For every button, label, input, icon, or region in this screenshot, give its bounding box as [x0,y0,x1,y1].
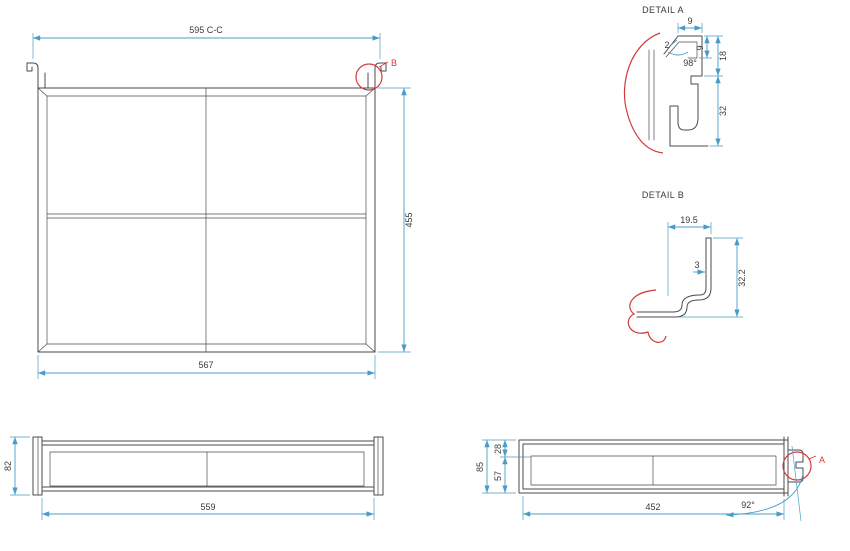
front-part [32,436,384,496]
dim-label-a-lip: 9 [695,45,705,50]
detail-a-thickness-leader [670,39,678,46]
side-extension-lines [482,439,802,522]
dim-label-a-upper: 18 [718,51,728,61]
side-rails [518,439,789,494]
callout-circle-b [355,63,383,91]
front-dimensions: 82 559 [3,436,375,520]
dim-label-side-total-height: 85 [475,462,485,472]
dim-label-plan-right: 455 [404,212,414,227]
dim-label-b-thickness: 3 [694,260,699,270]
detail-a-title: DETAIL A [642,5,684,15]
callout-leader-a [808,455,817,460]
detail-a-inner-lip [665,41,698,59]
dim-label-front-height: 82 [3,461,13,471]
side-right-bracket [783,436,789,497]
front-left-cap [32,436,43,496]
side-angle-arc [725,473,804,518]
dim-label-side-upper-height: 28 [493,444,503,454]
dim-label-b-height: 32.2 [737,269,747,287]
detail-a-break-line [623,32,664,154]
detail-b-extension-lines [667,222,743,318]
plan-outer-edge [37,87,376,353]
plan-mid-rail [46,213,367,219]
front-cap-inner-lines [37,436,379,496]
side-part [518,436,804,497]
plan-left-hook [26,62,46,89]
dim-label-a-top: 9 [687,16,692,26]
dim-label-front-width: 559 [200,502,215,512]
plan-extension-lines [32,33,411,379]
detail-a-part [648,35,709,147]
dim-label-a-thickness: 2 [664,40,669,50]
plan-part-outline [26,62,387,353]
callout-circle-a [782,451,812,481]
dim-label-a-lower: 32 [718,106,728,116]
callout-label-a: A [819,455,825,465]
plan-corner-bend-lines [37,87,376,353]
detail-a-extension-lines [677,23,723,147]
detail-b-view: DETAIL B 19.5 32.2 3 [627,190,747,343]
plan-view: 595 C-C 455 567 B [26,25,414,379]
dim-label-a-angle: 98° [683,58,697,68]
detail-callout-a: A [782,451,825,481]
detail-a-angle-arc [667,51,689,56]
detail-b-break-line [627,289,667,343]
plan-dimensions: 595 C-C 455 567 [32,25,414,379]
front-right-cap [373,436,384,496]
front-extension-lines [10,436,375,520]
detail-b-title: DETAIL B [642,190,684,200]
dim-label-plan-bottom: 567 [198,360,213,370]
detail-b-dimensions: 19.5 32.2 3 [667,215,747,318]
detail-a-wall-lines [648,49,655,141]
detail-b-part [636,237,712,318]
plan-right-hook [367,62,387,89]
side-dimensions: 85 28 57 452 92° [475,439,804,522]
plan-inner-edge [46,95,367,345]
dim-label-b-top: 19.5 [680,215,698,225]
detail-callout-b: B [355,58,397,91]
front-rails [41,440,375,492]
callout-leader-b [378,61,389,68]
callout-label-b: B [391,58,397,68]
dim-label-side-angle: 92° [741,500,755,510]
detail-a-profile [669,35,709,147]
detail-a-dimensions: 9 2 98° 9 18 32 [664,16,728,147]
front-view: 82 559 [3,436,384,520]
dim-label-side-width: 452 [645,502,660,512]
side-panel [530,455,777,486]
side-view: A 85 28 57 452 92° [475,436,825,522]
detail-b-profile-inner [636,237,707,313]
dim-label-side-lower-height: 57 [493,471,503,481]
detail-a-view: DETAIL A 9 2 98° 9 18 32 [623,5,728,154]
dim-label-plan-top: 595 C-C [189,25,223,35]
detail-b-profile-outer [636,237,712,318]
